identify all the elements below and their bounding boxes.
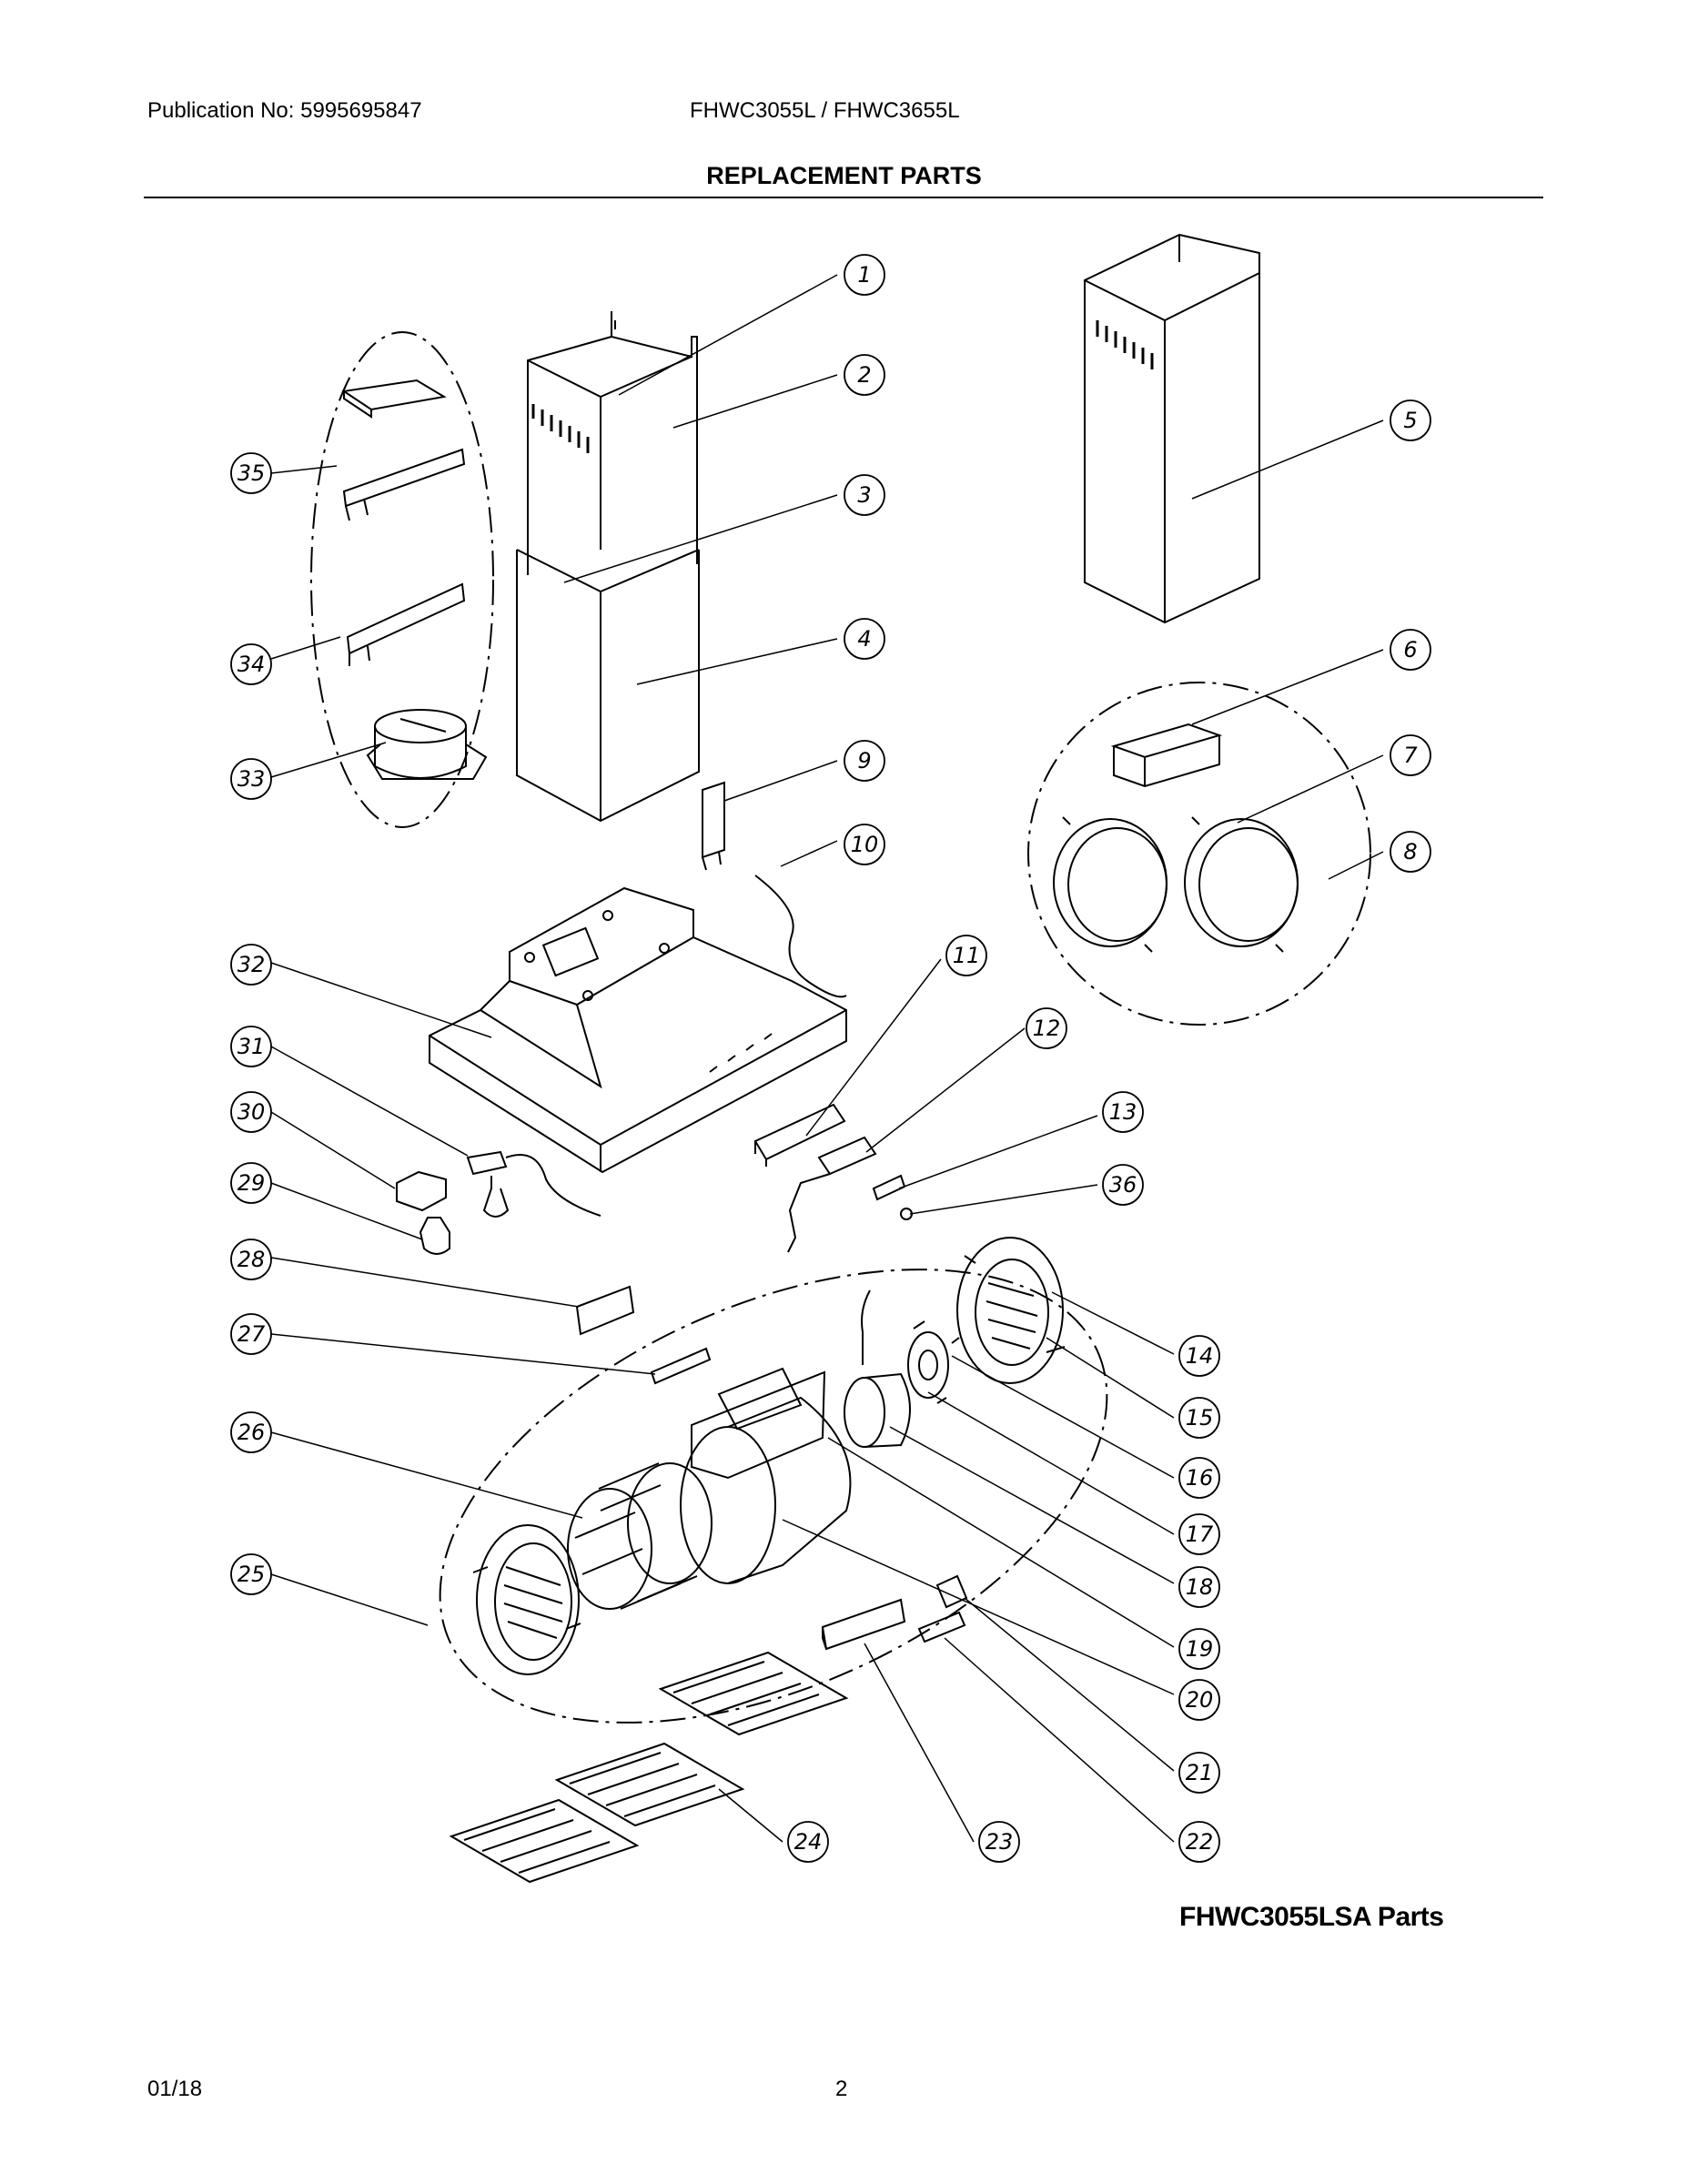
bracket-28 — [575, 1285, 635, 1336]
callout-3: 3 — [857, 482, 871, 508]
hood-body — [429, 886, 847, 1174]
callout-36: 36 — [1109, 1172, 1137, 1198]
switch-and-wire — [702, 781, 847, 998]
callout-28: 28 — [238, 1247, 266, 1272]
callout-4: 4 — [857, 626, 871, 652]
header-divider — [144, 197, 1543, 198]
page-number: 2 — [835, 2077, 848, 2101]
blower-plate-right — [956, 1237, 1066, 1384]
callout-23: 23 — [986, 1829, 1014, 1855]
callout-27: 27 — [238, 1321, 266, 1347]
callout-32: 32 — [238, 952, 266, 977]
motor-mount — [907, 1320, 960, 1404]
callout-16: 16 — [1186, 1465, 1214, 1491]
callout-9: 9 — [857, 748, 871, 774]
callout-24: 24 — [794, 1829, 823, 1855]
callout-22: 22 — [1186, 1829, 1214, 1855]
callout-15: 15 — [1186, 1405, 1214, 1431]
blower-group-outline — [439, 1269, 1108, 1724]
capacitor-and-terminal — [821, 1574, 968, 1651]
callout-26: 26 — [238, 1420, 266, 1445]
callout-19: 19 — [1186, 1636, 1214, 1662]
callout-34: 34 — [238, 652, 266, 677]
page-title: REPLACEMENT PARTS — [706, 162, 982, 189]
callout-5: 5 — [1403, 408, 1417, 433]
callout-20: 20 — [1186, 1687, 1214, 1713]
blower-housing — [680, 1367, 852, 1584]
blower-plate-left — [472, 1524, 581, 1675]
callout-13: 13 — [1109, 1099, 1137, 1125]
callout-18: 18 — [1186, 1574, 1214, 1600]
lamp-assembly — [396, 1150, 601, 1255]
bracket-27 — [650, 1347, 712, 1385]
callout-31: 31 — [238, 1034, 266, 1059]
model-numbers: FHWC3055L / FHWC3655L — [690, 98, 960, 123]
parts-caption: FHWC3055LSA Parts — [1179, 1902, 1444, 1932]
callout-21: 21 — [1186, 1760, 1214, 1785]
callout-30: 30 — [238, 1099, 266, 1125]
callout-35: 35 — [238, 460, 266, 486]
mounting-kit-group — [310, 331, 494, 828]
footer-date: 01/18 — [147, 2077, 203, 2101]
motor — [844, 1289, 911, 1448]
grease-filters — [449, 1651, 849, 1884]
callout-1: 1 — [857, 262, 871, 288]
publication-number: Publication No: 5995695847 — [147, 98, 422, 123]
control-board — [753, 1103, 913, 1253]
callout-25: 25 — [238, 1562, 266, 1587]
chimney-alt — [1084, 233, 1260, 624]
blower-wheel — [567, 1462, 713, 1610]
callout-12: 12 — [1033, 1016, 1061, 1041]
callout-17: 17 — [1186, 1522, 1214, 1547]
chimney-lower — [516, 549, 700, 823]
callout-2: 2 — [857, 362, 871, 388]
leader-lines — [270, 274, 1384, 1843]
callout-8: 8 — [1403, 839, 1417, 864]
callout-14: 14 — [1186, 1343, 1214, 1369]
callout-29: 29 — [238, 1170, 266, 1196]
callout-6: 6 — [1403, 637, 1417, 662]
recirculation-kit-group — [1027, 682, 1371, 1026]
callout-10: 10 — [851, 832, 879, 857]
callout-11: 11 — [953, 943, 981, 968]
callout-circles — [230, 254, 1431, 1863]
callout-7: 7 — [1403, 743, 1418, 768]
chimney-upper — [527, 311, 698, 575]
callout-33: 33 — [238, 766, 266, 792]
